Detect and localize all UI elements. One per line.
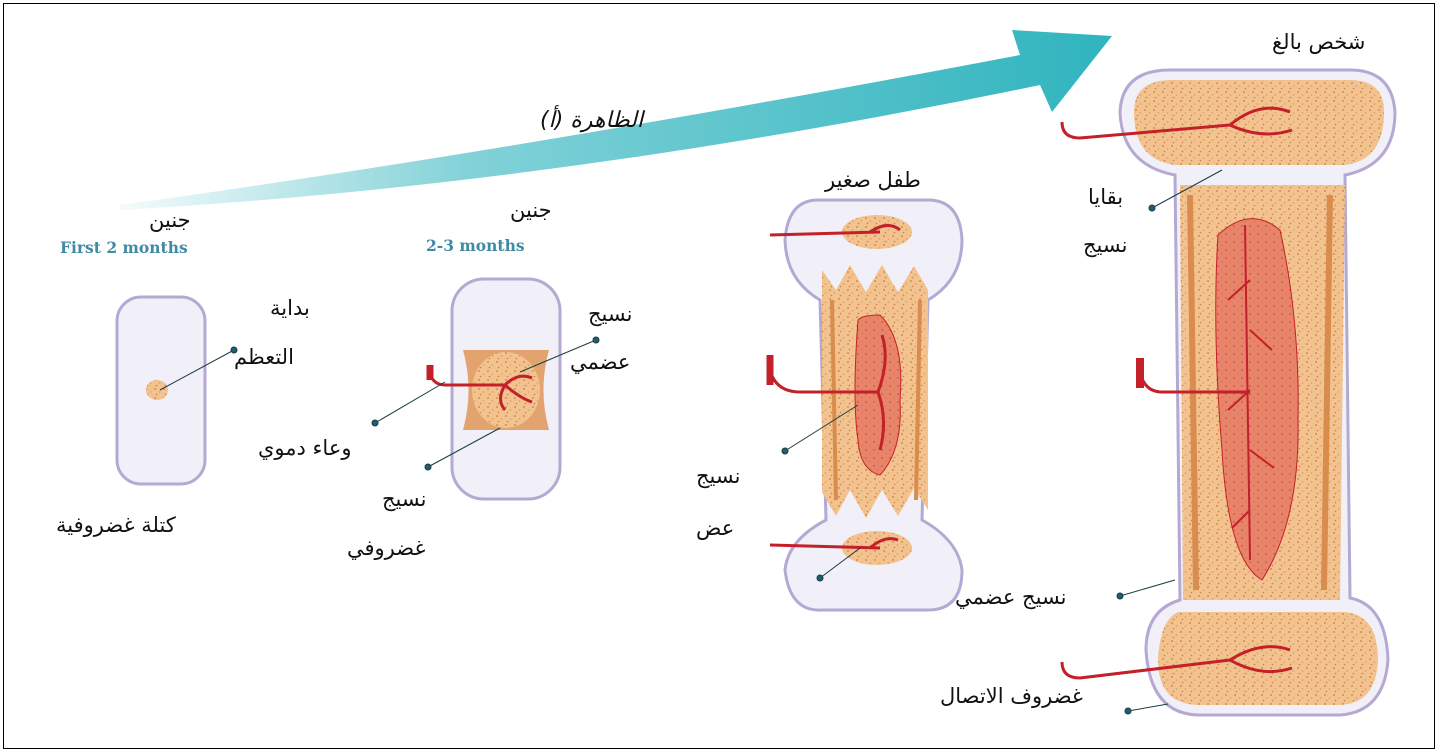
label-adult: شخص بالغ <box>1272 30 1365 54</box>
label-adult-tissue: نسيج <box>1083 233 1127 257</box>
label-child-tissue-1: نسيج <box>696 464 740 488</box>
label-bone-tissue-2m-2: عضمي <box>570 350 630 374</box>
label-blood-vessel: وعاء دموي <box>258 436 352 460</box>
label-cartilage-mass: كتلة غضروفية <box>56 513 176 537</box>
label-ossification-start-2: التعظم <box>234 345 294 369</box>
label-adult-bone-tissue: نسيج عضمي <box>955 585 1067 609</box>
stage2-embryo-bone <box>428 279 560 499</box>
label-cartilage-tissue-2: غضروفي <box>347 536 425 560</box>
label-ossification-start-1: بداية <box>270 296 310 320</box>
label-embryo-2: جنين <box>510 198 552 222</box>
label-growth-plate: غضروف الاتصال <box>940 684 1083 708</box>
label-child-tissue-2: عض <box>696 516 734 540</box>
label-young-child: طفل صغير <box>825 168 921 192</box>
caption-2-3-months: 2-3 months <box>426 236 525 255</box>
stage1-cartilage-bone <box>117 297 205 484</box>
label-remains: بقايا <box>1088 185 1123 209</box>
stage3-child-bone <box>768 200 962 610</box>
label-cartilage-tissue-1: نسيج <box>382 487 426 511</box>
caption-first-2-months: First 2 months <box>60 238 188 257</box>
label-phenomenon-a: الظاهرة (أ) <box>540 108 643 133</box>
label-bone-tissue-2m-1: نسيج <box>588 302 632 326</box>
stage4-adult-bone <box>1062 70 1395 715</box>
label-embryo-1: جنين <box>149 208 191 232</box>
